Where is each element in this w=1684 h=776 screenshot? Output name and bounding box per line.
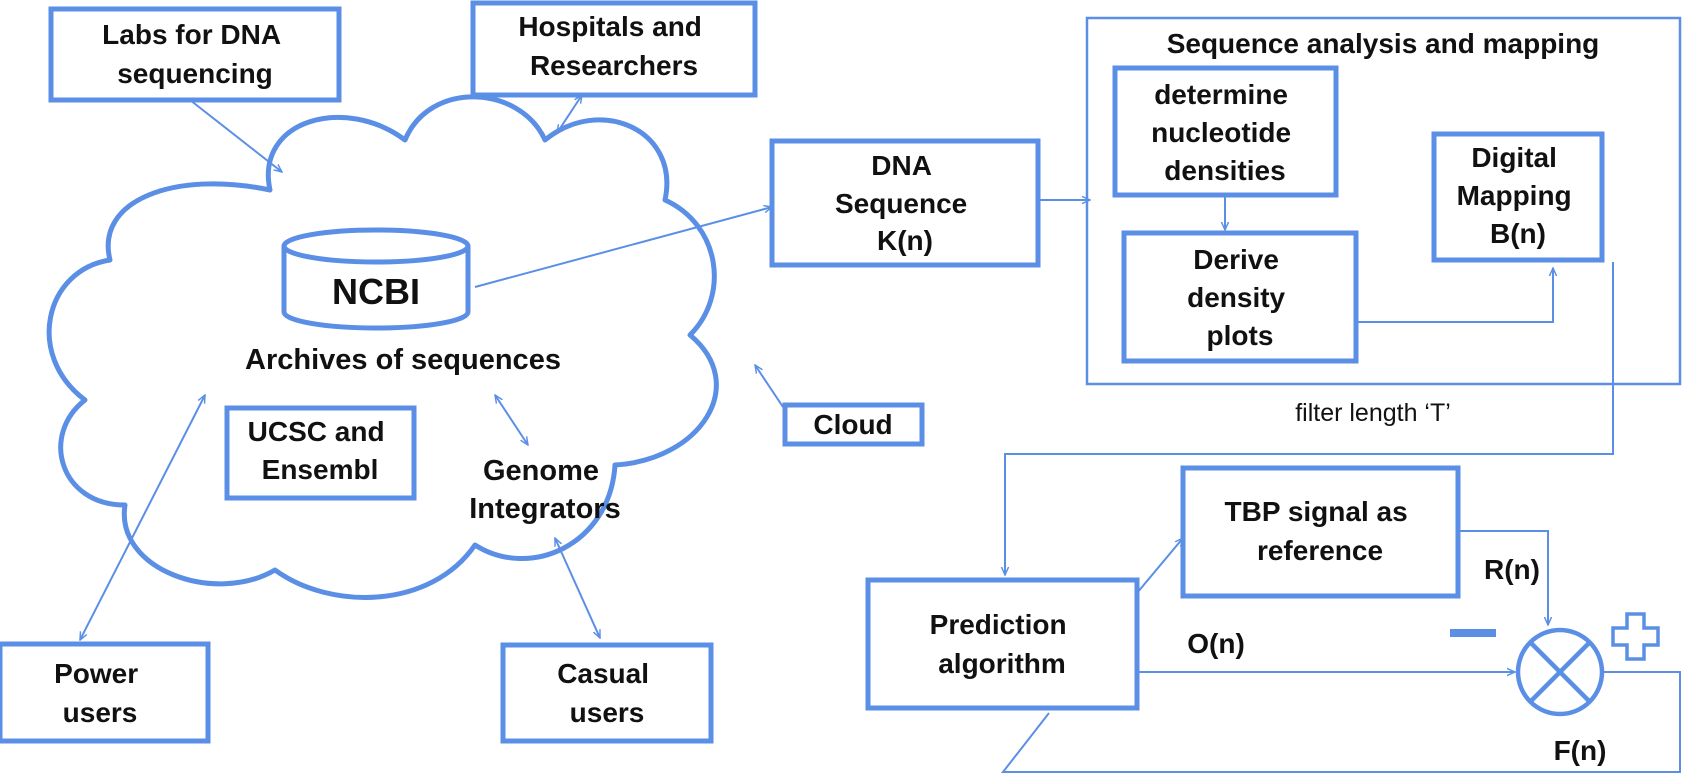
mapping-to-prediction-arrow bbox=[1005, 262, 1614, 575]
group-title: Sequence analysis and mapping bbox=[1167, 28, 1600, 59]
tbp-to-junction-arrow bbox=[1458, 530, 1548, 625]
database-cylinder-icon bbox=[281, 227, 471, 331]
power-users-box bbox=[0, 641, 211, 744]
hospitals-cloud-arrow bbox=[557, 95, 582, 133]
labs-to-cloud-arrow bbox=[189, 99, 282, 172]
summing-junction-icon bbox=[1515, 627, 1605, 717]
feedback-line bbox=[1000, 671, 1681, 773]
determine-box bbox=[1112, 65, 1339, 198]
labs-box bbox=[48, 6, 342, 103]
archives-ucsc-arrow bbox=[495, 395, 528, 445]
o-n-label: O(n) bbox=[1187, 628, 1245, 659]
cloud-label: Cloud bbox=[813, 409, 892, 440]
f-n-label: F(n) bbox=[1554, 735, 1607, 766]
filter-length-label: filter length ‘T’ bbox=[1295, 399, 1451, 427]
r-n-label: R(n) bbox=[1484, 554, 1540, 585]
cloud-label-box bbox=[782, 402, 925, 447]
tbp-label: TBP signal as reference bbox=[1225, 496, 1416, 566]
prediction-label: Prediction algorithm bbox=[930, 609, 1075, 679]
hospitals-box bbox=[470, 0, 758, 98]
digital-mapping-label: Digital Mapping B(n) bbox=[1457, 142, 1580, 249]
boxes bbox=[0, 0, 1605, 744]
ucsc-label: UCSC and Ensembl bbox=[248, 416, 393, 485]
archives-label: Archives of sequences bbox=[245, 344, 561, 376]
hospitals-label: Hospitals and Researchers bbox=[518, 11, 709, 81]
prediction-box bbox=[865, 577, 1140, 711]
determine-label: determine nucleotide densities bbox=[1151, 79, 1299, 186]
casual-users-box bbox=[500, 642, 714, 744]
power-users-arrow bbox=[79, 395, 206, 640]
genome-integrators-label: Genome Integrators bbox=[469, 455, 620, 525]
dna-sequence-box bbox=[769, 138, 1041, 268]
plus-sign-icon bbox=[1611, 612, 1660, 661]
ucsc-box bbox=[224, 405, 417, 501]
ncbi-to-dna-arrow bbox=[474, 207, 772, 288]
labs-label: Labs for DNA sequencing bbox=[102, 19, 288, 89]
prediction-to-tbp-arrow bbox=[1136, 538, 1183, 594]
connectors bbox=[79, 95, 1681, 773]
derive-to-mapping-arrow bbox=[1356, 268, 1553, 323]
digital-mapping-box bbox=[1431, 131, 1605, 263]
casual-users-label: Casual users bbox=[557, 658, 657, 728]
cloud-label-arrow bbox=[755, 365, 786, 411]
tbp-box bbox=[1180, 465, 1461, 599]
casual-users-arrow bbox=[554, 538, 601, 638]
minus-sign-icon bbox=[1450, 629, 1496, 637]
derive-label: Derive density plots bbox=[1187, 244, 1293, 351]
ncbi-label: NCBI bbox=[332, 271, 420, 312]
derive-box bbox=[1121, 230, 1359, 364]
power-users-label: Power users bbox=[54, 658, 146, 728]
dna-sequence-label: DNA Sequence K(n) bbox=[835, 150, 975, 256]
